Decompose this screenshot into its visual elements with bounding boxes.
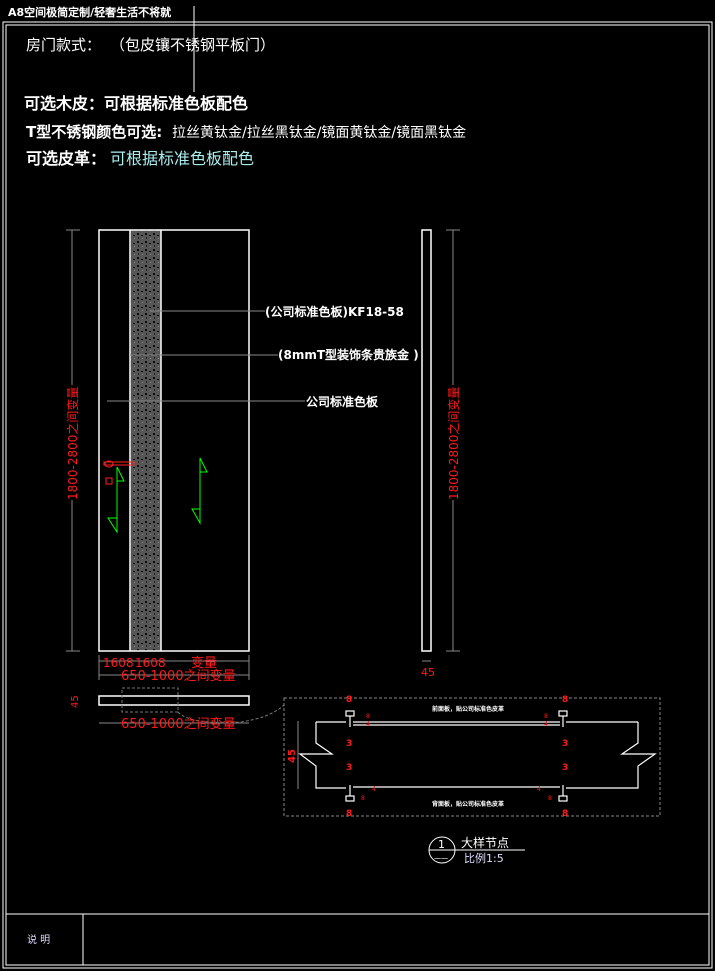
dim-seg4: 8 xyxy=(158,656,166,670)
detail-back-note: 背面板，贴公司标准色皮革 xyxy=(432,800,504,808)
detail-height: 45 xyxy=(287,749,298,763)
detail-dimensions: 8 3 3 8 8 3 3 8 xyxy=(346,695,568,819)
height-dimension-left: 1800-2800之间变量 xyxy=(65,387,80,500)
leader-lines xyxy=(66,229,460,724)
door-plan xyxy=(98,687,285,724)
detail-dim: 3 xyxy=(562,739,568,749)
detail-dim: 8 xyxy=(366,713,370,720)
detail-callout-symbol xyxy=(428,836,525,864)
detail-dim: 3 xyxy=(562,763,568,773)
steel-color-options: 拉丝黄钛金/拉丝黑钛金/镜面黄钛金/镜面黑钛金 xyxy=(172,124,466,141)
detail-dim: 3 xyxy=(346,739,352,749)
detail-dim: 4 xyxy=(366,721,370,728)
dim-seg2: 8 xyxy=(126,656,134,670)
detail-dim: 8 xyxy=(562,695,568,705)
footer-label: 说 明 xyxy=(27,933,50,946)
leather-value: 可根据标准色板配色 xyxy=(110,149,254,168)
callout-standard-panel: 公司标准色板 xyxy=(306,394,379,409)
detail-dim: 8 xyxy=(346,809,352,819)
dim-width-plan: 650-1000之间变量 xyxy=(121,716,236,732)
detail-callout-sub: 一一 xyxy=(434,855,448,863)
height-dimension-right: 1800-2800之间变量 xyxy=(446,387,461,500)
detail-dim: 8 xyxy=(361,795,365,802)
detail-small-dimensions: 8 4 8 4 4 8 4 8 xyxy=(361,713,552,802)
detail-section xyxy=(283,697,661,817)
detail-dim: 4 xyxy=(544,721,548,728)
callout-panel-code: (公司标准色板)KF18-58 xyxy=(265,304,404,319)
door-style-value: （包皮镶不锈钢平板门） xyxy=(110,36,275,54)
detail-dim: 4 xyxy=(372,786,376,793)
drawing-frame xyxy=(2,6,713,969)
detail-dim: 8 xyxy=(548,795,552,802)
dim-width-total: 650-1000之间变量 xyxy=(121,668,236,684)
door-elevation xyxy=(98,229,250,652)
detail-scale: 比例1:5 xyxy=(464,851,504,865)
detail-dim: 8 xyxy=(346,695,352,705)
detail-dim: 8 xyxy=(562,809,568,819)
plan-thickness: 45 xyxy=(70,695,81,708)
detail-dim: 4 xyxy=(537,786,541,793)
header-title: A8空间极简定制/轻奢生活不将就 xyxy=(8,5,171,19)
callout-t-strip: (8mmT型装饰条贵族金 ) xyxy=(278,347,419,362)
dim-variable: 变量 xyxy=(191,655,217,671)
dim-seg1: 160 xyxy=(103,656,126,670)
detail-callout-number: 1 xyxy=(438,838,445,851)
dim-thickness: 45 xyxy=(421,666,435,679)
detail-title: 大样节点 xyxy=(461,835,509,850)
door-style-label: 房门款式： xyxy=(26,36,101,54)
steel-color-label: T型不锈钢颜色可选: xyxy=(26,123,162,141)
door-handle-icon xyxy=(103,460,135,485)
detail-dim: 3 xyxy=(346,763,352,773)
leather-label: 可选皮革： xyxy=(26,149,106,168)
detail-front-note: 前面板，贴公司标准色皮革 xyxy=(432,705,504,713)
dim-seg3: 160 xyxy=(135,656,158,670)
detail-dim: 8 xyxy=(544,713,548,720)
opening-arrow-icon xyxy=(107,457,208,534)
door-side-view xyxy=(421,229,432,652)
wood-veneer-note: 可选木皮：可根据标准色板配色 xyxy=(24,94,248,113)
